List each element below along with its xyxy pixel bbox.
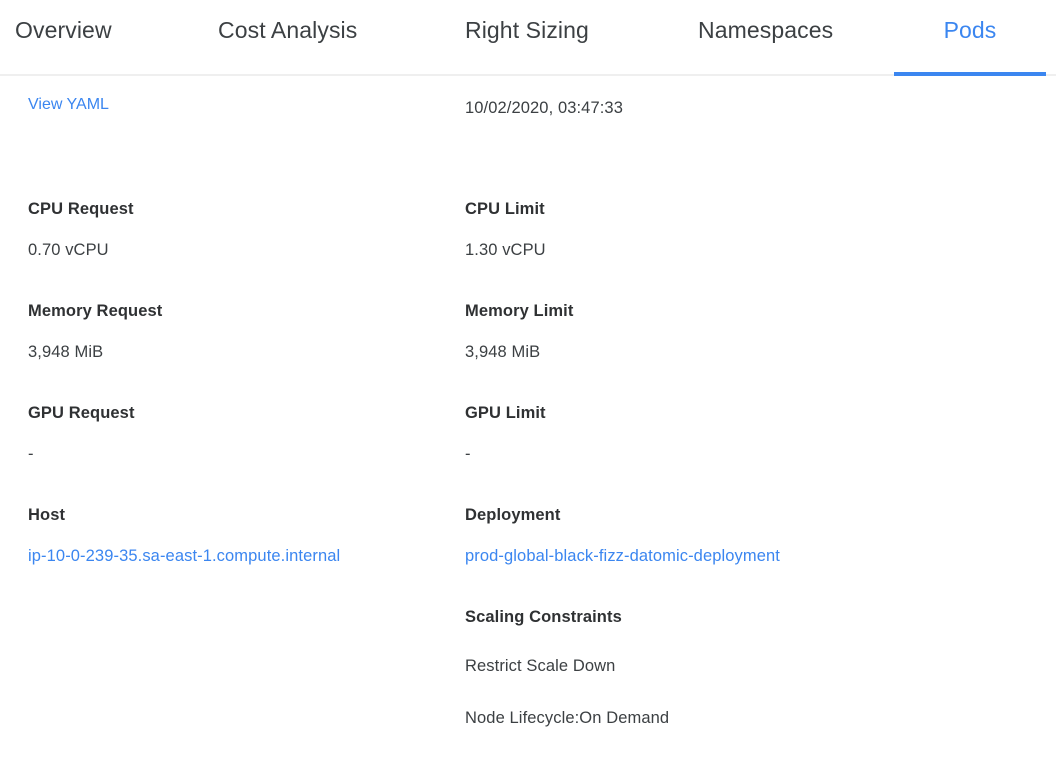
tab-cost-analysis[interactable]: Cost Analysis xyxy=(218,0,465,74)
pod-detail-panel: View YAML CPU Request 0.70 vCPU Memory R… xyxy=(0,76,1056,727)
view-yaml-link[interactable]: View YAML xyxy=(28,96,109,113)
tab-namespaces-label: Namespaces xyxy=(698,17,834,43)
field-cpu-limit: CPU Limit 1.30 vCPU xyxy=(465,198,855,300)
field-host: Host ip-10-0-239-35.sa-east-1.compute.in… xyxy=(28,504,448,568)
tab-right-sizing[interactable]: Right Sizing xyxy=(465,0,698,74)
tab-active-underline xyxy=(894,72,1046,76)
field-memory-request-value: 3,948 MiB xyxy=(28,343,104,361)
tab-pods-label: Pods xyxy=(943,17,997,43)
scaling-constraints-block: Scaling Constraints Restrict Scale Down … xyxy=(465,606,855,730)
constraint-node-lifecycle: Node Lifecycle:On Demand xyxy=(465,709,670,727)
field-gpu-request: GPU Request - xyxy=(28,402,448,504)
tab-bar: Overview Cost Analysis Right Sizing Name… xyxy=(0,0,1056,76)
field-host-value: ip-10-0-239-35.sa-east-1.compute.interna… xyxy=(28,544,448,568)
field-deployment-label: Deployment xyxy=(465,506,561,524)
field-cpu-limit-value: 1.30 vCPU xyxy=(465,241,546,259)
tab-cost-analysis-label: Cost Analysis xyxy=(218,17,358,43)
field-cpu-request-value: 0.70 vCPU xyxy=(28,241,109,259)
field-memory-request-label: Memory Request xyxy=(28,302,163,320)
field-gpu-request-value: - xyxy=(28,445,34,463)
tab-pods[interactable]: Pods xyxy=(894,0,1046,76)
deployment-link[interactable]: prod-global-black-fizz-datomic-deploymen… xyxy=(465,547,780,565)
field-cpu-request: CPU Request 0.70 vCPU xyxy=(28,198,448,300)
scaling-constraints-label: Scaling Constraints xyxy=(465,608,622,626)
constraint-restrict-scale-down: Restrict Scale Down xyxy=(465,657,616,675)
field-deployment-value: prod-global-black-fizz-datomic-deploymen… xyxy=(465,544,855,568)
field-gpu-limit: GPU Limit - xyxy=(465,402,855,504)
pod-detail-left-column: View YAML CPU Request 0.70 vCPU Memory R… xyxy=(28,96,448,568)
field-gpu-limit-label: GPU Limit xyxy=(465,404,546,422)
tab-list: Overview Cost Analysis Right Sizing Name… xyxy=(0,0,1056,76)
field-cpu-request-label: CPU Request xyxy=(28,200,134,218)
field-memory-request: Memory Request 3,948 MiB xyxy=(28,300,448,402)
field-memory-limit: Memory Limit 3,948 MiB xyxy=(465,300,855,402)
field-memory-limit-value: 3,948 MiB xyxy=(465,343,541,361)
pod-detail-right-column: 10/02/2020, 03:47:33 CPU Limit 1.30 vCPU… xyxy=(465,96,855,730)
host-link[interactable]: ip-10-0-239-35.sa-east-1.compute.interna… xyxy=(28,547,341,565)
field-gpu-request-label: GPU Request xyxy=(28,404,135,422)
field-cpu-limit-label: CPU Limit xyxy=(465,200,545,218)
field-memory-limit-label: Memory Limit xyxy=(465,302,574,320)
field-gpu-limit-value: - xyxy=(465,445,471,463)
tab-overview-label: Overview xyxy=(15,17,112,43)
tab-namespaces[interactable]: Namespaces xyxy=(698,0,894,74)
tab-right-sizing-label: Right Sizing xyxy=(465,17,589,43)
field-host-label: Host xyxy=(28,506,66,524)
field-deployment: Deployment prod-global-black-fizz-datomi… xyxy=(465,504,855,606)
pod-timestamp: 10/02/2020, 03:47:33 xyxy=(465,99,623,117)
view-yaml-row: View YAML xyxy=(28,96,448,198)
tab-overview[interactable]: Overview xyxy=(15,0,218,74)
pod-timestamp-row: 10/02/2020, 03:47:33 xyxy=(465,96,855,198)
